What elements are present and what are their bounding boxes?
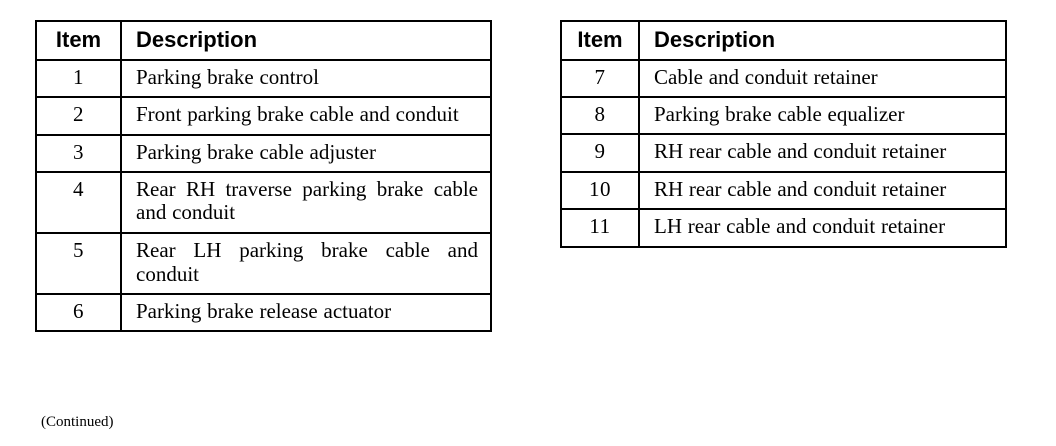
column-header-item: Item: [35, 19, 122, 62]
column-header-description: Description: [120, 19, 492, 62]
table-row: 7 Cable and conduit retainer: [560, 59, 1007, 99]
cell-item-description: Parking brake control: [120, 59, 492, 99]
cell-item-number: 10: [560, 170, 640, 211]
table-row: 9 RH rear cable and conduit retainer: [560, 132, 1007, 173]
column-header-description: Description: [638, 19, 1007, 62]
cell-item-description: RH rear cable and conduit retainer: [638, 132, 1007, 173]
cell-item-number: 3: [35, 133, 122, 173]
table-row: 8 Parking brake cable equalizer: [560, 96, 1007, 135]
cell-item-description: RH rear cable and conduit retainer: [638, 170, 1007, 211]
table-row: 10 RH rear cable and conduit retainer: [560, 170, 1007, 211]
cell-item-description: LH rear cable and conduit retainer: [638, 208, 1007, 249]
cell-item-number: 8: [560, 96, 640, 135]
column-header-item: Item: [560, 19, 640, 62]
cell-item-description: Front parking brake cable and conduit: [120, 96, 492, 136]
cell-item-number: 1: [35, 59, 122, 99]
cell-item-description: Parking brake cable equalizer: [638, 96, 1007, 135]
table-header-row: Item Description: [35, 19, 492, 62]
table-row: 2 Front parking brake cable and conduit: [35, 96, 492, 136]
table-header-row: Item Description: [560, 19, 1007, 62]
table-row: 4 Rear RH traverse parking brake cable a…: [35, 170, 492, 235]
table-row: 3 Parking brake cable adjuster: [35, 133, 492, 173]
table-row: 6 Parking brake release actuator: [35, 293, 492, 333]
table-left-body: 1 Parking brake control 2 Front parking …: [35, 59, 492, 333]
table-row: 11 LH rear cable and conduit retainer: [560, 208, 1007, 249]
cell-item-number: 5: [35, 232, 122, 296]
continued-note: (Continued): [41, 414, 114, 430]
parts-table-right: Item Description 7 Cable and conduit ret…: [560, 19, 1007, 249]
table-row: 5 Rear LH parking brake cable and condui…: [35, 232, 492, 296]
cell-item-description: Rear RH traverse parking brake cable and…: [120, 170, 492, 235]
cell-item-description: Rear LH parking brake cable and conduit: [120, 232, 492, 296]
cell-item-number: 2: [35, 96, 122, 136]
cell-item-description: Parking brake release actuator: [120, 293, 492, 333]
cell-item-number: 4: [35, 170, 122, 235]
table-right-header: Item Description: [560, 19, 1007, 62]
cell-item-number: 9: [560, 132, 640, 173]
cell-item-number: 6: [35, 293, 122, 333]
cell-item-description: Cable and conduit retainer: [638, 59, 1007, 99]
table-row: 1 Parking brake control: [35, 59, 492, 99]
cell-item-description: Parking brake cable adjuster: [120, 133, 492, 173]
cell-item-number: 7: [560, 59, 640, 99]
parts-table-left: Item Description 1 Parking brake control…: [35, 19, 492, 333]
table-right-body: 7 Cable and conduit retainer 8 Parking b…: [560, 59, 1007, 249]
cell-item-number: 11: [560, 208, 640, 249]
table-left-header: Item Description: [35, 19, 492, 62]
